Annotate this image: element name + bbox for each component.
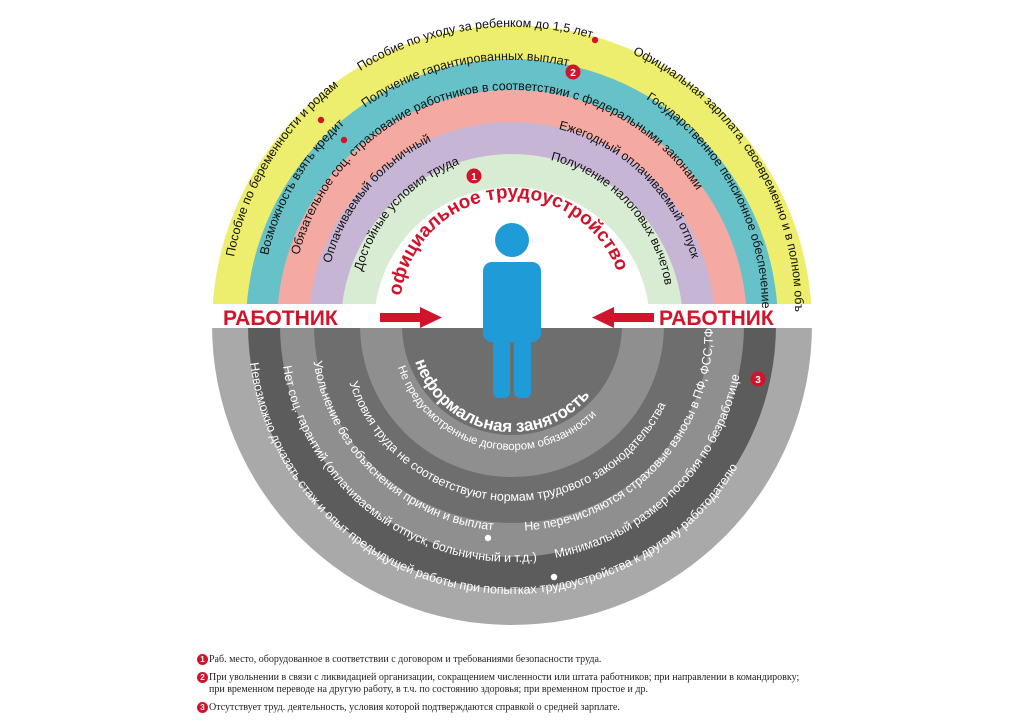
footnote-3: 3 Отсутствует труд. деятельность, услови… [197,702,817,714]
badges: 1 2 3 [466,64,766,387]
bullet-dot [484,534,492,542]
bullet-dot [550,573,558,581]
footnote-badge: 2 [197,672,208,683]
badge-3: 3 [750,371,766,387]
svg-text:2: 2 [570,68,576,79]
bullet-dot [340,136,348,144]
svg-text:1: 1 [471,172,477,183]
svg-text:3: 3 [755,375,761,386]
bullet-dot [317,116,325,124]
footnote-badge: 1 [197,654,208,665]
person-icon [483,223,541,398]
badge-2: 2 [565,64,581,80]
arrow-left-icon [592,307,654,328]
informal-rings [212,325,812,625]
footnote-2: 2 При увольнении в связи с ликвидацией о… [197,672,817,696]
footnote-text: Раб. место, оборудованное в соответствии… [209,654,602,665]
badge-1: 1 [466,168,482,184]
worker-label-right: РАБОТНИК [659,307,774,330]
bullet-dots [317,36,599,581]
worker-label-left: РАБОТНИК [223,307,338,330]
footnote-badge: 3 [197,702,208,713]
arrow-right-icon [380,307,442,328]
footnote-1: 1 Раб. место, оборудованное в соответств… [197,654,817,666]
footnote-text: Отсутствует труд. деятельность, условия … [209,702,620,713]
footnote-text: При увольнении в связи с ликвидацией орг… [209,672,800,695]
ring-gray-core [402,325,622,435]
bullet-dot [591,36,599,44]
footnotes: 1 Раб. место, оборудованное в соответств… [197,654,817,720]
